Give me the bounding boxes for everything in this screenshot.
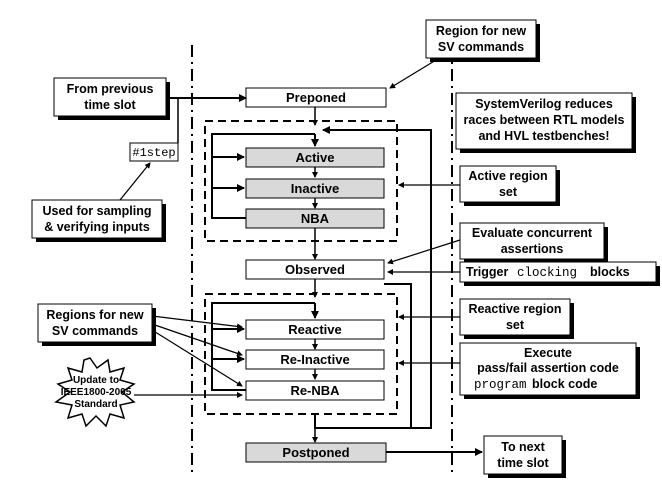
- reactive-set-line1: Reactive region: [468, 302, 561, 316]
- to-next-line1: To next: [501, 440, 545, 454]
- regions-new-left-line2: SV commands: [52, 324, 138, 338]
- region-inactive: Inactive: [245, 178, 385, 199]
- reactive-set-line2: set: [506, 318, 525, 332]
- callout-regions-new-left: Regions for new SV commands: [37, 303, 156, 346]
- star-line3: Standard: [74, 399, 117, 410]
- region-observed: Observed: [245, 259, 385, 280]
- label-reactive: Reactive: [288, 322, 341, 337]
- execute-line1: Execute: [524, 346, 572, 360]
- step-box: #1step: [129, 142, 179, 162]
- execute-suffix: block code: [532, 377, 597, 391]
- step-label: #1step: [132, 146, 175, 160]
- callout-to-next: To next time slot: [483, 435, 566, 478]
- region-re-nba: Re-NBA: [245, 380, 385, 401]
- label-re-inactive: Re-Inactive: [280, 352, 349, 367]
- trigger-label: Trigger clocking blocks: [466, 265, 630, 280]
- execute-line2: pass/fail assertion code: [477, 361, 619, 375]
- trigger-prefix: Trigger: [466, 265, 512, 279]
- label-preponed: Preponed: [286, 90, 346, 105]
- callout-region-new-top: Region for new SV commands: [425, 19, 540, 62]
- sv-note-line2: races between RTL models: [464, 113, 625, 127]
- label-inactive: Inactive: [291, 181, 339, 196]
- sv-note-line3: and HVL testbenches!: [478, 129, 609, 143]
- arrow-evaluate: [387, 239, 461, 265]
- sampling-line1: Used for sampling: [42, 204, 151, 218]
- to-next-line2: time slot: [497, 456, 549, 470]
- callout-trigger: Trigger clocking blocks: [459, 261, 660, 286]
- star-update: Update to IEEE1800-2005 Standard: [54, 357, 136, 428]
- label-nba: NBA: [301, 211, 330, 226]
- region-active: Active: [245, 147, 385, 168]
- active-set-line1: Active region: [468, 169, 547, 183]
- arrow-sampling: [119, 162, 151, 201]
- active-set-line2: set: [499, 185, 518, 199]
- from-previous-line2: time slot: [84, 98, 136, 112]
- region-preponed: Preponed: [245, 87, 387, 108]
- arrows-regions-new-left: [151, 315, 243, 387]
- regions-new-left-line1: Regions for new: [46, 308, 144, 322]
- trigger-suffix: blocks: [590, 265, 630, 279]
- evaluate-line2: assertions: [501, 242, 564, 256]
- callout-execute: Execute pass/fail assertion code program…: [459, 342, 640, 399]
- label-re-nba: Re-NBA: [290, 383, 340, 398]
- label-postponed: Postponed: [282, 445, 349, 460]
- region-postponed: Postponed: [245, 442, 387, 463]
- label-observed: Observed: [285, 262, 345, 277]
- region-new-top-line1: Region for new: [436, 24, 527, 38]
- active-region-set-frame: [204, 120, 398, 242]
- from-previous-line1: From previous: [67, 82, 154, 96]
- trigger-mono: clocking: [517, 266, 577, 280]
- execute-line3: program block code: [474, 377, 597, 392]
- star-line2: IEEE1800-2005: [61, 387, 132, 398]
- big-loop: [314, 126, 432, 429]
- region-reactive: Reactive: [245, 319, 385, 340]
- sv-note-line1: SystemVerilog reduces: [475, 97, 613, 111]
- execute-mono: program: [474, 378, 527, 392]
- callout-evaluate: Evaluate concurrent assertions: [459, 222, 608, 263]
- callout-active-set: Active region set: [459, 165, 560, 206]
- region-nba: NBA: [245, 208, 385, 229]
- reactive-region-set-frame: [204, 293, 398, 415]
- callout-systemverilog-note: SystemVerilog reduces races between RTL …: [455, 92, 636, 153]
- callout-sampling: Used for sampling & verifying inputs: [31, 199, 166, 242]
- arrow-region-new-top: [389, 59, 437, 89]
- evaluate-line1: Evaluate concurrent: [472, 226, 593, 240]
- region-re-inactive: Re-Inactive: [245, 349, 385, 370]
- region-new-top-line2: SV commands: [438, 40, 524, 54]
- active-inner-loop: [211, 133, 319, 219]
- label-active: Active: [295, 150, 334, 165]
- callout-from-previous: From previous time slot: [53, 77, 170, 120]
- star-line1: Update to: [73, 375, 119, 386]
- callout-reactive-set: Reactive region set: [459, 298, 574, 339]
- sampling-line2: & verifying inputs: [44, 220, 150, 234]
